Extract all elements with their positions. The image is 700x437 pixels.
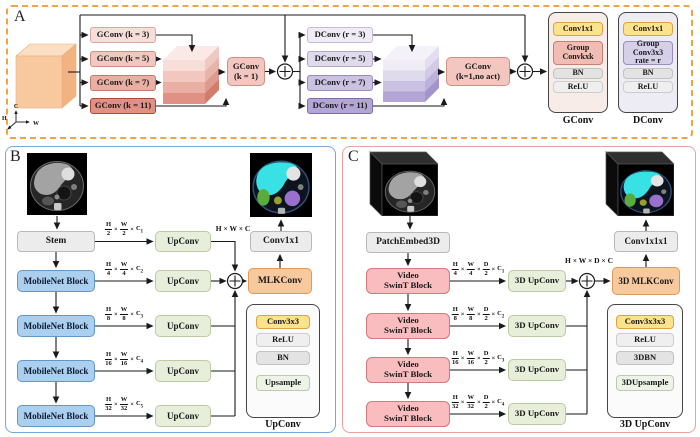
swint-line1: Video <box>397 359 419 370</box>
upconv3d-block-2: 3D UpConv <box>508 315 566 337</box>
mobilenet-block-3: MobileNet Block <box>17 360 95 382</box>
upconv-legend-relu: ReLU <box>256 333 310 347</box>
segmentation-output-image <box>249 152 313 218</box>
upconv-legend-upsample: Upsample <box>256 375 310 391</box>
dconv-legend-group-conv: Group Conv3x3 rate = r <box>623 38 673 66</box>
dconv-r7-block: DConv (r = 7) <box>307 74 373 91</box>
ct-input-image <box>26 152 88 216</box>
dconv-r3-block: DConv (r = 3) <box>307 27 373 43</box>
dconv-r11-block: DConv (r = 11) <box>307 98 373 114</box>
gconv-legend-relu: ReLU <box>553 81 603 93</box>
dconv-legend-conv1x1: Conv1x1 <box>623 22 673 36</box>
upconv3d-block-4: 3D UpConv <box>508 403 566 425</box>
mobilenet-block-4: MobileNet Block <box>17 405 95 427</box>
dconv-legend-relu: ReLU <box>623 81 673 93</box>
upconv3d-legend-3dbn: 3DBN <box>616 351 674 365</box>
gconv-k7-block: GConv (k = 7) <box>90 74 156 91</box>
panel-b-label: B <box>10 148 21 165</box>
dconv-legend-bn: BN <box>623 68 673 79</box>
gconv-k11-block: GConv (k = 11) <box>90 98 156 114</box>
swint-line2: SwinT Block <box>384 325 432 335</box>
dconv-legend-group-line1: Group Conv3x3 <box>632 38 664 57</box>
video-swint-block-2: Video SwinT Block <box>366 313 450 339</box>
gconv-k3-block: GConv (k = 3) <box>90 27 156 43</box>
video-swint-block-3: Video SwinT Block <box>366 357 450 383</box>
upconv3d-block-1: 3D UpConv <box>508 270 566 292</box>
video-swint-block-4: Video SwinT Block <box>366 401 450 427</box>
upconv-block-1: UpConv <box>155 231 211 252</box>
fuse2-line1: GConv <box>464 60 492 71</box>
conv1x1x1-head-block: Conv1x1x1 <box>614 231 678 252</box>
swint-line2: SwinT Block <box>384 280 432 290</box>
upconv3d-legend-relu: ReLU <box>616 333 674 347</box>
mobilenet-block-2: MobileNet Block <box>17 315 95 337</box>
gconv-legend-group-conv: Group Convkxk <box>553 41 603 65</box>
upconv-legend-conv3x3: Conv3x3 <box>256 315 310 329</box>
swint-line1: Video <box>397 403 419 414</box>
mlkconv-block: MLKConv <box>248 268 312 294</box>
gconv-legend-group-line2: Convkxk <box>562 52 594 61</box>
conv1x1-head-block: Conv1x1 <box>250 231 312 252</box>
upconv-block-2: UpConv <box>155 270 211 292</box>
gconv-legend-title: GConv <box>562 115 594 126</box>
fuse1-line1: GConv <box>232 60 260 71</box>
segmentation-volume-output-image <box>604 150 675 217</box>
ct-volume-input-image <box>368 150 439 217</box>
swint-line2: SwinT Block <box>384 413 432 423</box>
dconv-legend-group-line2: rate = r <box>635 56 661 66</box>
gconv-k1-fuse-block: GConv (k = 1) <box>227 57 265 86</box>
gconv-k5-block: GConv (k = 5) <box>90 51 156 67</box>
swint-line1: Video <box>397 315 419 326</box>
patchembed3d-block: PatchEmbed3D <box>366 232 450 253</box>
gconv-k1-noact-block: GConv (k=1,no act) <box>446 57 510 86</box>
gconv-legend-bn: BN <box>553 68 603 79</box>
video-swint-block-1: Video SwinT Block <box>366 268 450 294</box>
swint-line1: Video <box>397 270 419 281</box>
panel-c-label: C <box>348 148 359 165</box>
gconv-legend-group-line1: Group <box>566 43 590 53</box>
upconv-block-4: UpConv <box>155 360 211 382</box>
fuse1-line2: (k = 1) <box>234 70 258 81</box>
swint-line2: SwinT Block <box>384 369 432 379</box>
upconv3d-legend-3dupsample: 3DUpsample <box>616 375 674 391</box>
fuse2-line2: (k=1,no act) <box>455 70 501 81</box>
mlkconv3d-block: 3D MLKConv <box>612 267 680 295</box>
panel-a-label: A <box>14 8 26 25</box>
merge-dim-label: H × W × C <box>215 224 251 233</box>
merge-dim-label: H × W × D × C <box>565 256 613 265</box>
upconv-legend-title: UpConv <box>265 419 301 430</box>
upconv3d-legend-title: 3D UpConv <box>619 419 671 430</box>
upconv-block-5: UpConv <box>155 405 211 427</box>
dconv-legend-title: DConv <box>632 115 663 126</box>
upconv-legend-bn: BN <box>256 351 310 365</box>
upconv3d-legend-conv3x3x3: Conv3x3x3 <box>616 315 674 329</box>
upconv-block-3: UpConv <box>155 315 211 337</box>
gconv-legend-conv1x1: Conv1x1 <box>553 22 603 36</box>
upconv3d-block-3: 3D UpConv <box>508 359 566 381</box>
stem-block: Stem <box>17 231 95 252</box>
mobilenet-block-1: MobileNet Block <box>17 270 95 292</box>
dconv-r5-block: DConv (r = 5) <box>307 51 373 67</box>
